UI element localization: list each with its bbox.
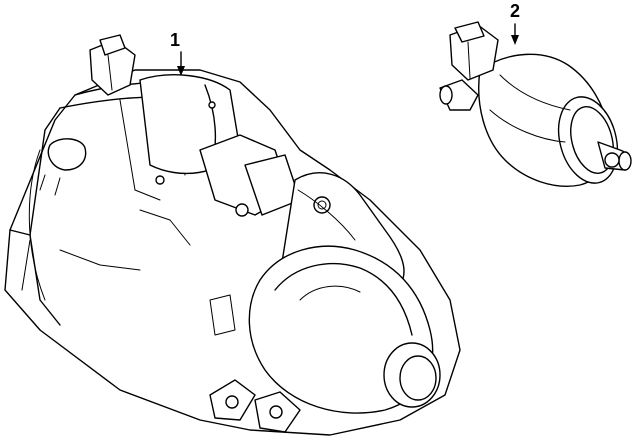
starter-motor[interactable]: [4, 34, 461, 436]
callout-2-arrowhead: [511, 35, 519, 45]
callout-1[interactable]: 1: [170, 30, 185, 76]
callout-1-label: 1: [170, 30, 180, 50]
callout-1-arrowhead: [177, 66, 185, 76]
starter-solenoid[interactable]: [439, 21, 632, 190]
callout-2[interactable]: 2: [510, 1, 520, 45]
callout-2-label: 2: [510, 1, 520, 21]
